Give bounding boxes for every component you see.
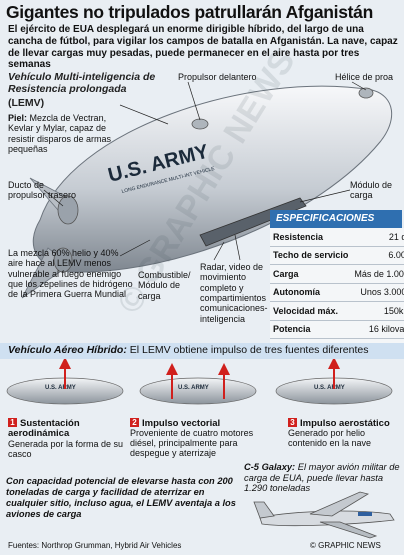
airship-illustration: U.S. ARMY LONG ENDURANCE MULTI-INT VEHIC…: [21, 81, 393, 299]
mini-airship-2: U.S. ARMY: [139, 363, 257, 405]
spec-value: 150km/h: [351, 301, 404, 321]
radar-label: Radar, video de movimiento completo y co…: [200, 262, 268, 324]
credit-text: © GRAPHIC NEWS: [310, 541, 381, 550]
force-3-desc: Generado por helio contenido en la nave: [288, 428, 372, 449]
bow-propeller-label: Hélice de proa: [335, 72, 394, 82]
force-2-title: Impulso vectorial: [142, 418, 221, 429]
force-1-number: 1: [8, 418, 17, 427]
intro-text: El ejército de EUA desplegará un enorme …: [8, 24, 398, 71]
skin-text: Mezcla de Vectran, Kevlar y Mylar, capaz…: [8, 113, 112, 155]
svg-text:U.S. ARMY: U.S. ARMY: [314, 385, 345, 391]
force-2-number: 2: [130, 418, 139, 427]
cargo-module-label: Módulo de carga: [350, 180, 393, 201]
hybrid-heading: Vehículo Aéreo Híbrido: El LEMV obtiene …: [8, 344, 369, 357]
c5-label: C-5 Galaxy:: [244, 462, 296, 472]
c5-galaxy-illustration: [253, 491, 395, 539]
hybrid-band: [0, 343, 404, 359]
spec-label: Techo de servicio: [270, 246, 352, 265]
spec-label: Potencia: [270, 320, 352, 339]
force-1-desc: Generada por la forma de su casco: [8, 438, 124, 459]
spec-value: 6.000m: [351, 246, 404, 265]
spec-value: Unos 3.000km: [351, 283, 404, 302]
force-3-number: 3: [288, 418, 297, 427]
source-text: Fuentes: Northrop Grumman, Hybrid Air Ve…: [8, 541, 182, 550]
specs-heading: ESPECIFICACIONES: [270, 210, 402, 228]
bow-propeller: [358, 87, 374, 99]
front-propeller: [191, 118, 209, 130]
vehicle-acronym: (LEMV): [8, 97, 45, 109]
gas-mix-label: La mezcla 60% helio y 40% aire hace al L…: [8, 248, 133, 300]
airship-hull: [32, 85, 393, 273]
fuel-cargo-label: Combustible/ Módulo de carga: [138, 270, 191, 301]
force-1-title: Sustentación aerodinámica: [8, 418, 80, 440]
rear-propeller-duct-2: [53, 247, 73, 273]
rear-propeller-label: Ducto de propulsor trasero: [8, 180, 77, 201]
mini-airship-1: U.S. ARMY: [6, 359, 124, 405]
spec-label: Resistencia: [270, 228, 352, 247]
force-2-desc: Proveniente de cuatro motores diésel, pr…: [130, 428, 254, 459]
spec-value: Más de 1.000kg: [351, 264, 404, 284]
spec-label: Autonomía: [270, 283, 352, 302]
page-title: Gigantes no tripulados patrullarán Afgan…: [6, 2, 374, 22]
hybrid-title: Vehículo Aéreo Híbrido:: [8, 344, 127, 356]
spec-row: Velocidad máx.150km/h: [270, 301, 404, 321]
c5-text: El mayor avión militar de carga de EUA, …: [244, 462, 400, 494]
hybrid-text: El LEMV obtiene impulso de tres fuentes …: [129, 344, 369, 356]
svg-text:U.S. ARMY: U.S. ARMY: [45, 385, 76, 391]
forces-illustration: U.S. ARMY U.S. ARMY U.S. ARMY: [6, 359, 393, 405]
spec-label: Carga: [270, 264, 352, 284]
spec-label: Velocidad máx.: [270, 301, 352, 321]
spec-value: 21 días: [351, 228, 404, 247]
comparison-text: Con capacidad potencial de elevarse hast…: [6, 476, 236, 519]
vehicle-name: Vehículo Multi-inteligencia de Resistenc…: [8, 71, 156, 95]
mini-airship-3: U.S. ARMY: [275, 359, 393, 405]
skin-callout: Piel: Mezcla de Vectran, Kevlar y Mylar,…: [8, 113, 133, 154]
force-3-title: Impulso aerostático: [300, 418, 390, 429]
spec-value: 16 kilovatios: [351, 320, 404, 339]
c5-caption: C-5 Galaxy: El mayor avión militar de ca…: [244, 462, 404, 494]
svg-text:U.S. ARMY: U.S. ARMY: [178, 385, 209, 391]
front-propeller-label: Propulsor delantero: [178, 72, 257, 82]
skin-label: Piel:: [8, 113, 28, 123]
rear-propeller-duct: [57, 195, 79, 225]
